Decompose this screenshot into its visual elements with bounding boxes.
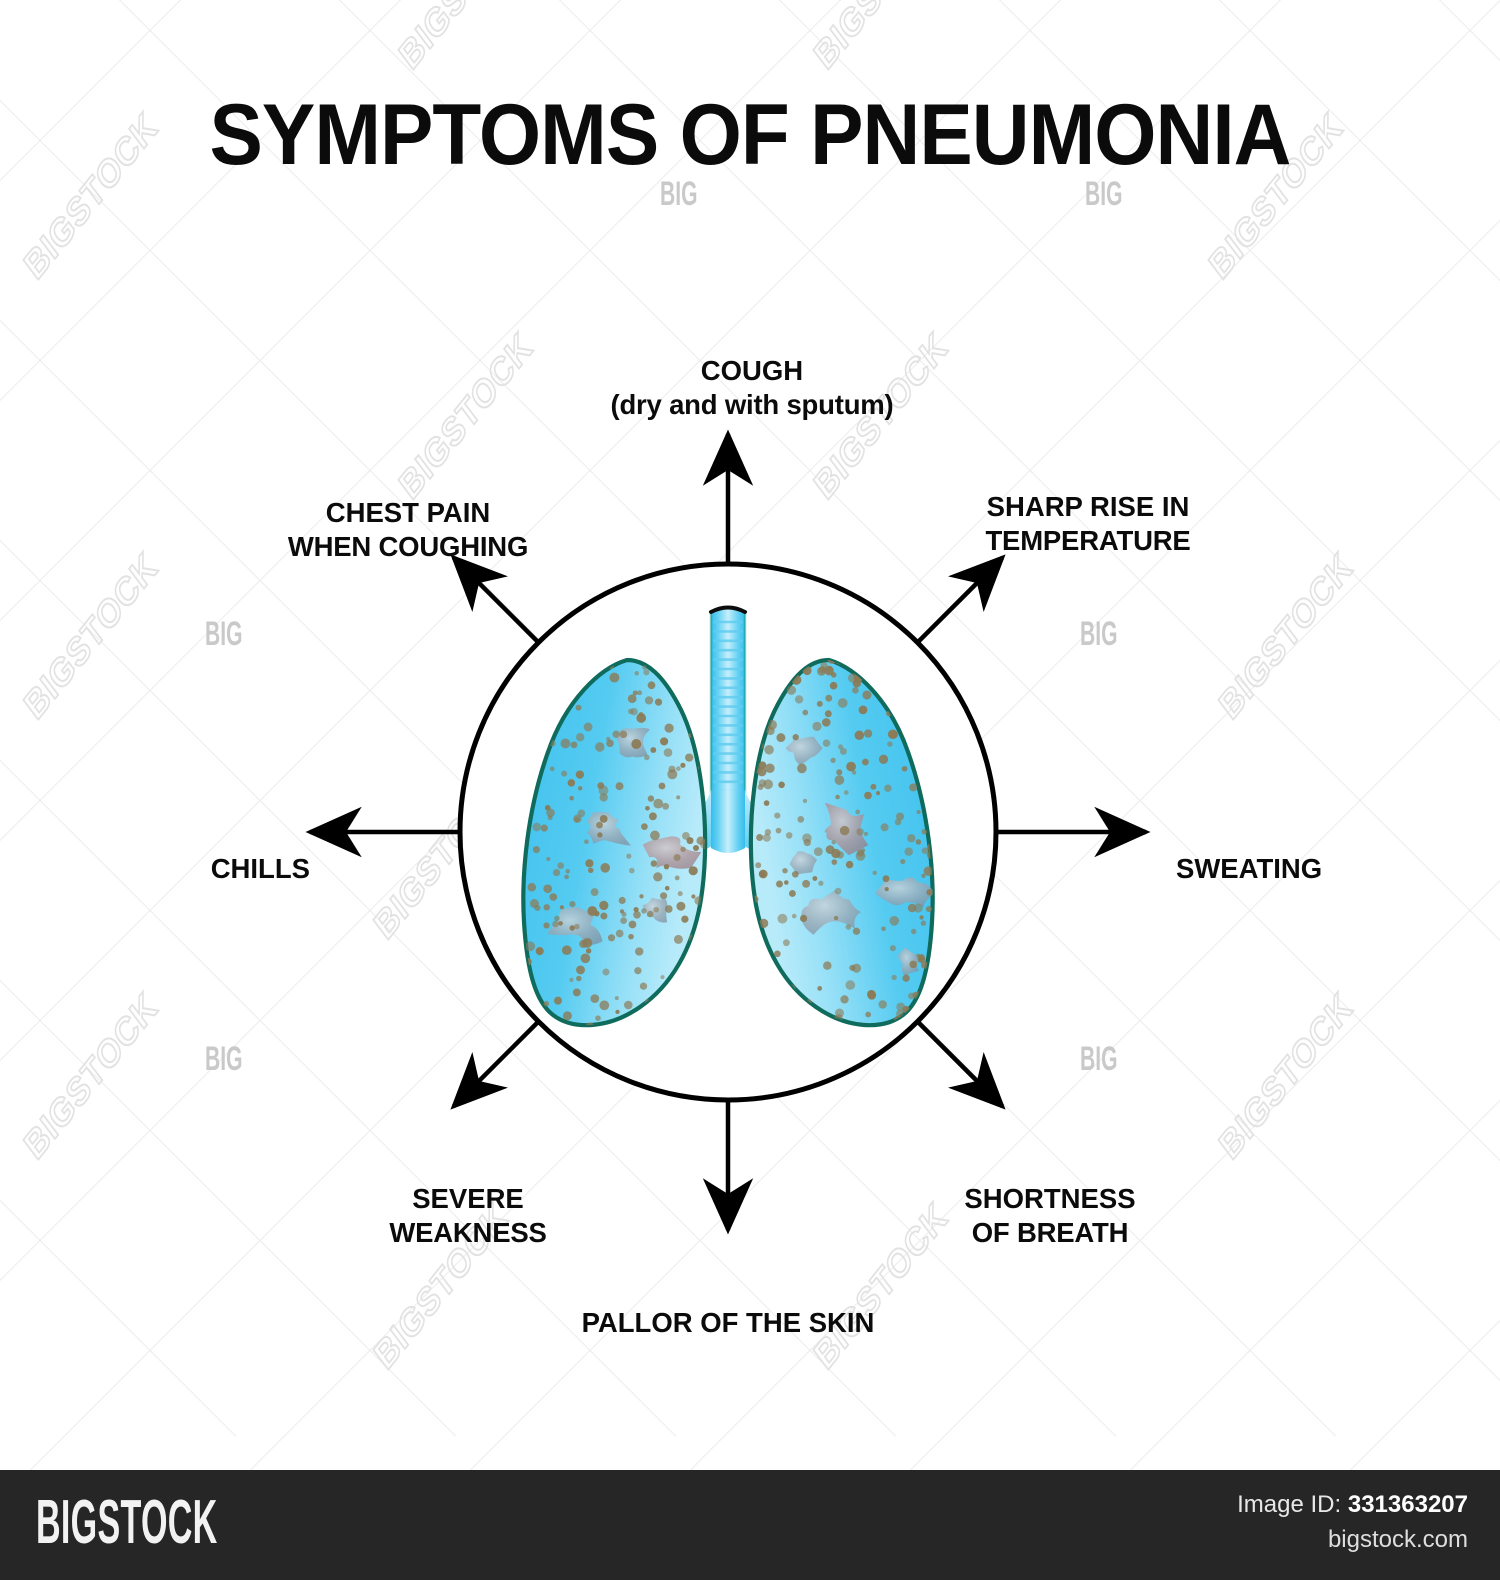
site-url[interactable]: bigstock.com <box>1327 1525 1468 1553</box>
symptom-label-temperature: SHARP RISE IN TEMPERATURE <box>985 456 1190 592</box>
symptom-label-cough: COUGH (dry and with sputum) <box>610 320 893 456</box>
symptom-label-sweating: SWEATING <box>1176 818 1322 886</box>
symptom-cough-line1: COUGH <box>700 355 804 387</box>
image-id-label: Image ID: <box>1237 1491 1342 1518</box>
symptom-label-shortness: SHORTNESS OF BREATH <box>964 1148 1135 1284</box>
symptom-chills-line1: CHILLS <box>210 853 310 885</box>
symptom-sweating-line1: SWEATING <box>1176 853 1323 885</box>
symptom-label-chills: CHILLS <box>211 818 310 886</box>
footer-bar: BIGSTOCK Image ID: 331363207 bigstock.co… <box>0 1470 1500 1580</box>
symptom-label-pallor: PALLOR OF THE SKIN <box>582 1272 875 1340</box>
page-title: SYMPTOMS OF PNEUMONIA <box>209 87 1291 183</box>
symptom-shortness-line2: OF BREATH <box>971 1217 1129 1249</box>
symptom-shortness-line1: SHORTNESS <box>964 1183 1136 1215</box>
symptom-label-weakness: SEVERE WEAKNESS <box>389 1148 547 1284</box>
arrow-weakness <box>450 1018 542 1110</box>
image-id-row: Image ID: 331363207 <box>1237 1488 1468 1523</box>
symptom-pallor-line1: PALLOR OF THE SKIN <box>581 1307 875 1339</box>
symptom-temperature-line1: SHARP RISE IN <box>986 491 1190 523</box>
symptom-temperature-line2: TEMPERATURE <box>985 525 1191 557</box>
symptom-weakness-line1: SEVERE <box>412 1183 524 1215</box>
footer-meta: Image ID: 331363207 bigstock.com <box>1237 1488 1468 1558</box>
trachea <box>709 605 747 800</box>
symptom-cough-line2: (dry and with sputum) <box>610 389 894 421</box>
pneumonia-diagram <box>305 429 1151 1235</box>
symptom-weakness-line2: WEAKNESS <box>389 1217 547 1249</box>
image-id-value: 331363207 <box>1347 1491 1468 1518</box>
symptom-label-chest-pain: CHEST PAIN WHEN COUGHING <box>287 462 529 598</box>
arrow-shortness <box>914 1018 1006 1110</box>
symptom-chest-pain-line2: WHEN COUGHING <box>287 531 529 563</box>
symptom-chest-pain-line1: CHEST PAIN <box>325 497 491 529</box>
bigstock-logo: BIGSTOCK <box>36 1488 218 1557</box>
